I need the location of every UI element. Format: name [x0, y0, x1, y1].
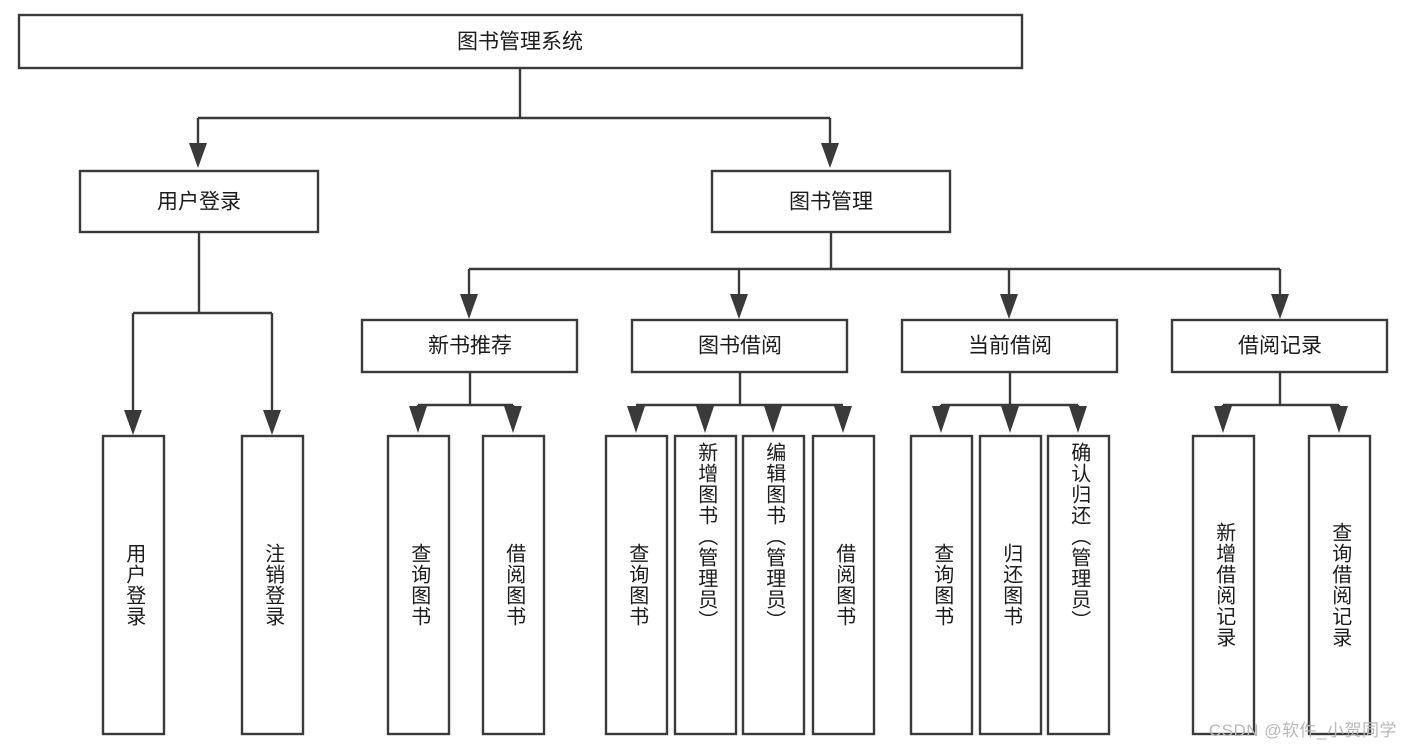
leaf-rect-book-borrow-0[interactable] — [604, 434, 669, 736]
arrow-head-icon — [124, 410, 142, 435]
arrow-head-icon — [189, 143, 207, 168]
leaf-rect-borrow-record-1[interactable] — [1307, 434, 1372, 736]
node-book-management[interactable]: 图书管理 — [710, 169, 952, 234]
connector-user-login-to-leaves — [124, 232, 281, 435]
connector-root-to-level2 — [189, 68, 839, 168]
arrow-head-icon — [627, 406, 645, 433]
arrow-head-icon — [460, 294, 478, 319]
arrow-head-icon — [409, 406, 427, 433]
connector-book-management-to-level3 — [460, 232, 1289, 319]
leaf-rect-book-borrow-1[interactable] — [673, 434, 738, 736]
leaf-rect-user-login-1[interactable] — [240, 434, 305, 736]
node-book-management-label: 图书管理 — [789, 191, 873, 214]
node-user-login-label: 用户登录 — [157, 191, 241, 214]
arrow-head-icon — [821, 143, 839, 168]
connector-new-book-recommend-to-leaves — [409, 372, 522, 433]
arrow-head-icon — [1069, 406, 1087, 433]
node-borrow-record-label: 借阅记录 — [1238, 335, 1322, 358]
node-new-book-recommend[interactable]: 新书推荐 — [360, 318, 579, 374]
arrow-head-icon — [764, 406, 782, 433]
arrow-head-icon — [730, 294, 748, 319]
leaf-rect-new-book-0[interactable] — [386, 434, 451, 736]
node-user-login[interactable]: 用户登录 — [78, 169, 320, 234]
node-root-label: 图书管理系统 — [457, 31, 583, 54]
arrow-head-icon — [696, 406, 714, 433]
arrow-head-icon — [263, 410, 281, 435]
leaf-rect-new-book-1[interactable] — [481, 434, 546, 736]
connector-book-borrow-to-leaves — [627, 372, 852, 433]
leaf-rect-current-borrow-2[interactable] — [1046, 434, 1111, 736]
leaf-rect-user-login-0[interactable] — [101, 434, 166, 736]
connector-borrow-record-to-leaves — [1214, 372, 1348, 433]
arrow-head-icon — [1330, 406, 1348, 433]
node-root-rect[interactable] — [17, 13, 1024, 70]
node-current-borrow-label: 当前借阅 — [968, 335, 1052, 358]
leaf-rect-borrow-record-0[interactable] — [1191, 434, 1256, 736]
node-book-borrow-label: 图书借阅 — [698, 335, 782, 358]
watermark: CSDN @软件_小贺同学 — [1208, 721, 1397, 740]
node-current-borrow-rect[interactable] — [900, 318, 1119, 374]
leaf-rect-book-borrow-3[interactable] — [811, 434, 876, 736]
node-user-login-rect[interactable] — [78, 169, 320, 234]
node-current-borrow[interactable]: 当前借阅 — [900, 318, 1119, 374]
arrow-head-icon — [1271, 294, 1289, 319]
leaf-rect-book-borrow-2[interactable] — [741, 434, 806, 736]
leaf-rect-current-borrow-0[interactable] — [909, 434, 974, 736]
arrow-head-icon — [1214, 406, 1232, 433]
node-book-borrow[interactable]: 图书借阅 — [630, 318, 849, 374]
node-new-book-recommend-label: 新书推荐 — [428, 335, 512, 358]
node-root[interactable]: 图书管理系统 — [17, 13, 1024, 70]
node-borrow-record[interactable]: 借阅记录 — [1170, 318, 1389, 374]
arrow-head-icon — [1000, 294, 1018, 319]
connector-current-borrow-to-leaves — [932, 372, 1087, 433]
arrow-head-icon — [1001, 406, 1019, 433]
arrow-head-icon — [932, 406, 950, 433]
arrow-head-icon — [504, 406, 522, 433]
arrow-head-icon — [834, 406, 852, 433]
node-new-book-recommend-rect[interactable] — [360, 318, 579, 374]
leaf-rect-current-borrow-1[interactable] — [978, 434, 1043, 736]
